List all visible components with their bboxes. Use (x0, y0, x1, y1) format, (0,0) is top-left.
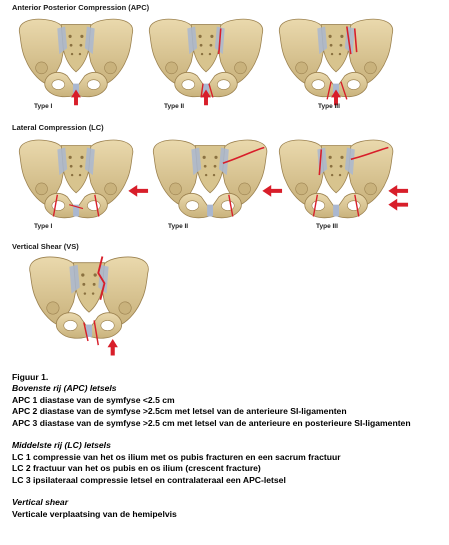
apc-type-3-label: Type III (318, 103, 340, 110)
lc-type-3-pelvis-illustration (278, 139, 409, 219)
apc-type-1-label: Type I (34, 103, 53, 110)
figure-number: Figuur 1. (12, 372, 49, 382)
lc-type-3-label: Type III (316, 223, 338, 230)
lc-caption-line: LC 2 fractuur van het os pubis en os ili… (12, 463, 261, 474)
lc-type-2-pelvis-illustration (152, 139, 283, 219)
lc-type-1-pelvis-illustration (18, 139, 149, 219)
lc-caption-line: LC 3 ipsilateraal compressie letsel en c… (12, 474, 286, 485)
lc-caption-heading: Middelste rij (LC) letsels (12, 440, 111, 451)
vs-section-title: Vertical Shear (VS) (12, 242, 79, 251)
apc-type-3-pelvis-illustration (278, 18, 394, 106)
figure-caption: Figuur 1. Bovenste rij (APC) letsels APC… (12, 372, 442, 520)
apc-caption-line: APC 3 diastase van de symfyse >2.5 cm me… (12, 417, 411, 428)
apc-type-2-pelvis-illustration (148, 18, 264, 106)
apc-section-title: Anterior Posterior Compression (APC) (12, 3, 150, 12)
lc-caption-line: LC 1 compressie van het os ilium met os … (12, 451, 341, 462)
vs-caption-line: Verticale verplaatsing van de hemipelvis (12, 508, 177, 519)
lc-type-1-label: Type I (34, 223, 53, 230)
lc-type-2-label: Type II (168, 223, 189, 230)
apc-caption-line: APC 1 diastase van de symfyse <2.5 cm (12, 394, 175, 405)
vs-caption-heading: Vertical shear (12, 497, 69, 508)
apc-caption-heading: Bovenste rij (APC) letsels (12, 383, 117, 394)
apc-caption-line: APC 2 diastase van de symfyse >2.5cm met… (12, 406, 347, 417)
apc-type-1-pelvis-illustration (18, 18, 134, 106)
apc-type-2-label: Type II (164, 103, 185, 110)
lc-section-title: Lateral Compression (LC) (12, 123, 104, 132)
vs-pelvis-illustration (29, 256, 149, 356)
